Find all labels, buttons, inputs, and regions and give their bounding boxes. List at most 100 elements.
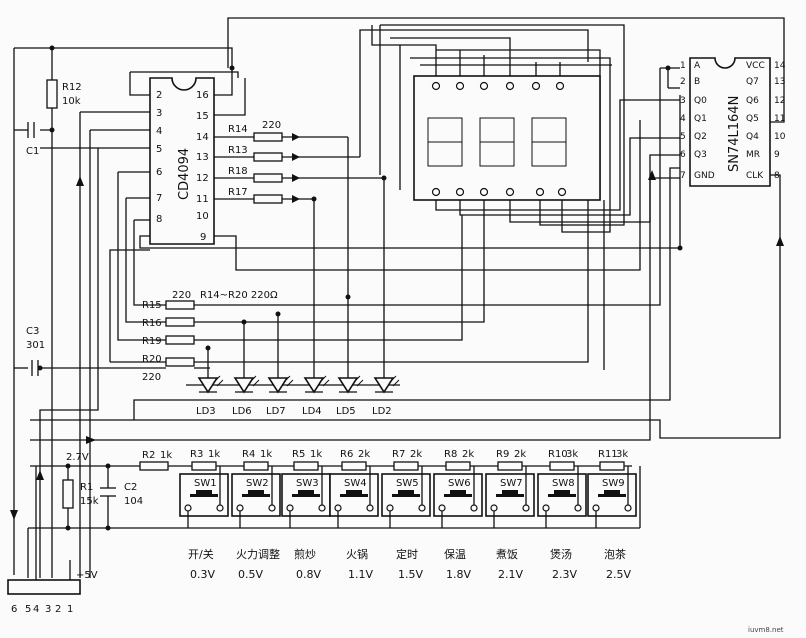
switch-label: SW6 [448, 478, 471, 489]
pin-number: 8 [774, 171, 780, 181]
pin-number: 7 [680, 171, 686, 181]
display-digit-3 [531, 117, 567, 167]
pin-name: Q5 [746, 114, 759, 124]
key-switch[interactable]: SW4 [329, 466, 379, 528]
r12-value: 10k [62, 96, 81, 107]
r15-value: 220 [172, 290, 191, 301]
display-digit-1 [427, 117, 463, 167]
ladder-resistor-label: R4 [242, 449, 255, 460]
led-label: LD6 [232, 406, 252, 417]
pin-label: 15 [196, 111, 209, 122]
function-label: 煮饭2.1V [496, 548, 523, 581]
pin-label: 8 [156, 214, 162, 225]
function-voltage: 0.5V [238, 568, 263, 581]
r20-label: R20 [142, 354, 162, 365]
key-switch[interactable]: SW8 [537, 466, 587, 528]
function-label: 火锅1.1V [346, 548, 373, 581]
plus-5v-label: +5V [76, 570, 98, 581]
ladder-resistor-value: 1k [208, 449, 220, 460]
pin-label: 9 [200, 232, 206, 243]
display-top-pins [431, 81, 565, 91]
function-voltage: 0.8V [296, 568, 321, 581]
ladder-resistor-label: R11 [598, 449, 618, 460]
ladder-resistor-value: 1k [260, 449, 272, 460]
pin-name: Q4 [746, 132, 759, 142]
pin-name: Q7 [746, 77, 759, 87]
pin-label: 6 [156, 167, 162, 178]
ic-sn74-label: SN74L164N [727, 96, 742, 172]
function-name: 保温 [444, 547, 466, 561]
pin-number: 3 [680, 96, 686, 106]
led-label: LD4 [302, 406, 322, 417]
function-name: 火锅 [346, 548, 368, 561]
r18-label: R18 [228, 166, 248, 177]
key-switch[interactable]: SW6 [433, 466, 483, 528]
pin-name: VCC [746, 61, 765, 71]
pin-number: 11 [774, 114, 785, 124]
key-switch[interactable]: SW5 [381, 466, 431, 528]
c3-label: C3 [26, 326, 39, 337]
r14-label: R14 [228, 124, 248, 135]
function-name: 煲汤 [550, 547, 572, 561]
r20-value: 220 [142, 372, 161, 383]
r12-resistor: R12 10k [46, 79, 82, 109]
led: LD6 [232, 375, 260, 417]
r13-label: R13 [228, 145, 248, 156]
top-resistors: R14 220 R13 R18 R17 [228, 120, 300, 204]
led: LD4 [302, 375, 330, 417]
function-label: 煲汤 2.3V [550, 547, 577, 581]
pin-number: 13 [774, 77, 785, 87]
switch-label: SW4 [344, 478, 367, 489]
pin-label: 3 [156, 108, 162, 119]
display-digit-2 [479, 117, 515, 167]
r1-value: 15k [80, 496, 99, 507]
pin-label: 10 [196, 211, 209, 222]
function-voltage: 2.3V [552, 568, 577, 581]
pin-name: Q0 [694, 96, 707, 106]
key-switch[interactable]: SW1 [179, 466, 229, 528]
r17-label: R17 [228, 187, 248, 198]
key-switch[interactable]: SW3 [281, 466, 331, 528]
pin-label: 13 [196, 152, 209, 163]
function-label: 泡茶 2.5V [604, 547, 631, 581]
pin-name: CLK [746, 171, 764, 181]
function-voltage: 2.5V [606, 568, 631, 581]
function-name: 泡茶 [604, 547, 626, 561]
key-switch[interactable]: SW2 [231, 466, 281, 528]
pin-name: A [694, 61, 701, 71]
function-label: 煎炒0.8V [294, 547, 321, 581]
switch-label: SW9 [602, 478, 625, 489]
r14-value: 220 [262, 120, 281, 131]
r12-label: R12 [62, 82, 82, 93]
c1-label: C1 [26, 146, 39, 157]
key-switch[interactable]: SW9 [587, 466, 637, 528]
function-label: 火力调整 0.5V [236, 547, 280, 581]
key-switch[interactable]: SW7 [485, 466, 535, 528]
switch-label: SW3 [296, 478, 319, 489]
function-label: 定时1.5V [396, 547, 423, 581]
pin-number: 4 [680, 114, 686, 124]
pin-name: Q3 [694, 150, 707, 160]
ic-cd4094: CD4094 2 3 4 5 6 7 8 16 15 14 13 12 11 1… [149, 77, 215, 245]
supply-section: 2.7V R1 15k C2 104 +5V R2 1k [62, 450, 172, 581]
ic-cd4094-label: CD4094 [177, 148, 192, 200]
junction-dots [37, 45, 683, 531]
switch-label: SW5 [396, 478, 419, 489]
pin-number: 6 [680, 150, 686, 160]
function-name: 火力调整 [236, 547, 280, 561]
voltage-2-7v: 2.7V [66, 452, 89, 463]
r2-label: R2 [142, 450, 155, 461]
connector-pin-label: 3 [45, 604, 51, 615]
ladder-resistor-value: 2k [462, 449, 474, 460]
led-label: LD2 [372, 406, 392, 417]
ladder-resistor-value: 2k [358, 449, 370, 460]
pin-name: Q2 [694, 132, 707, 142]
ladder-resistor-label: R5 [292, 449, 305, 460]
